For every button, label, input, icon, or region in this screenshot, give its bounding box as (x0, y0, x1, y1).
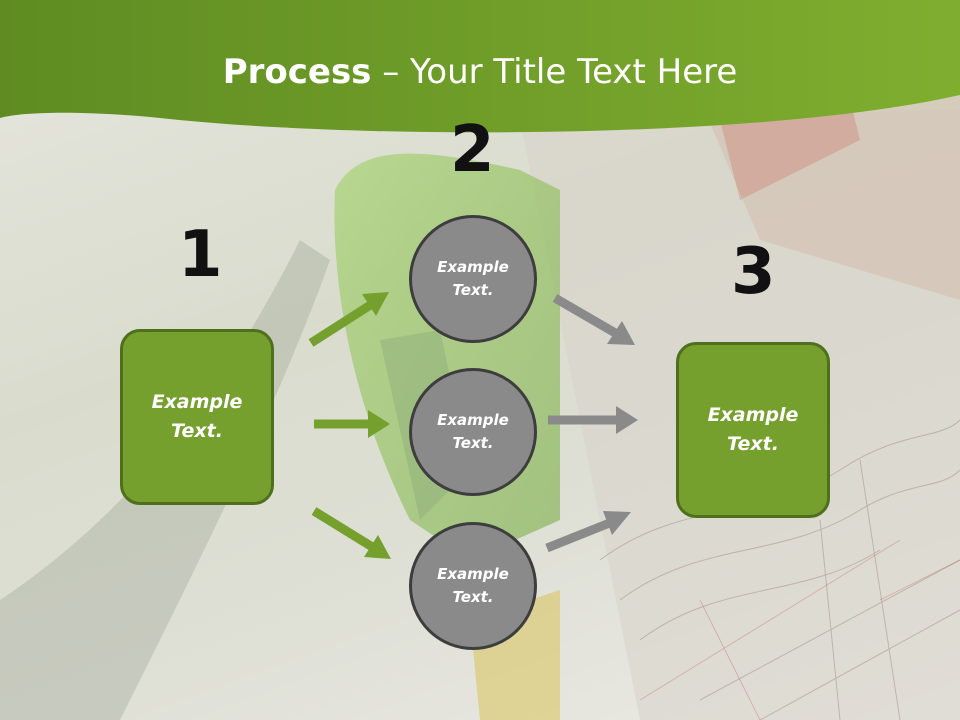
step-3-box: Example Text. (676, 342, 830, 518)
circle-top-text: Example Text. (437, 258, 509, 299)
circle-middle-text: Example Text. (437, 411, 509, 452)
gray-arrow-up (545, 511, 631, 553)
step-2-circle-middle: Example Text. (409, 368, 537, 496)
step-2-circle-top: Example Text. (409, 215, 537, 343)
step-2-circle-bottom: Example Text. (409, 522, 537, 650)
title-bold: Process (222, 52, 372, 92)
step-1-box: Example Text. (120, 329, 274, 505)
title-rest: – Your Title Text Here (371, 52, 738, 92)
step-number-2: 2 (450, 113, 495, 187)
step-3-box-text: Example Text. (707, 404, 799, 455)
step-1-box-text: Example Text. (151, 391, 243, 442)
gray-arrow-down (552, 294, 635, 345)
step-number-1: 1 (178, 218, 223, 292)
gray-arrow-right (548, 406, 638, 434)
green-arrow-up (308, 292, 389, 347)
green-arrow-down (311, 507, 391, 559)
step-number-3: 3 (731, 235, 776, 309)
slide-title: Process – Your Title Text Here (0, 52, 960, 92)
green-arrow-right (314, 410, 390, 438)
circle-bottom-text: Example Text. (437, 565, 509, 606)
